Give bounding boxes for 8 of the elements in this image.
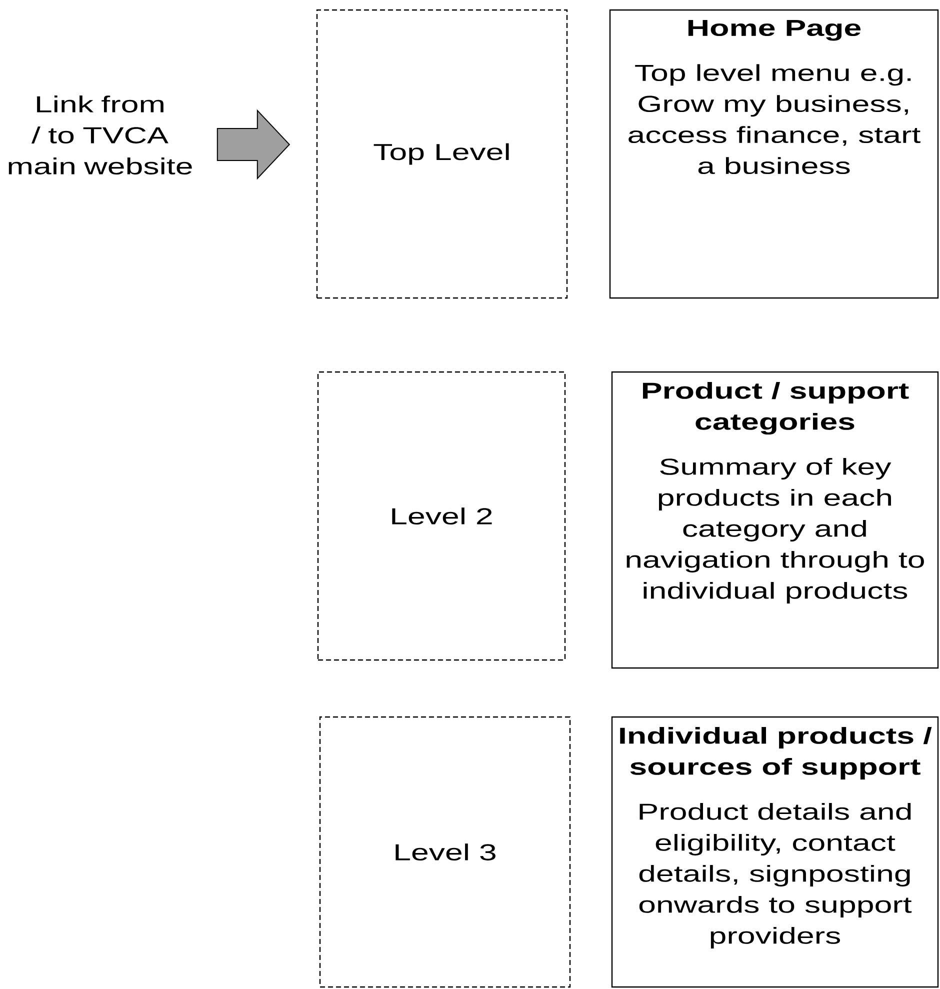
block-arrow bbox=[216, 109, 290, 180]
page-box: Product / support categories Summary of key products in each category and navigation through to individual products bbox=[611, 371, 939, 669]
level-box: Level 3 bbox=[319, 716, 571, 988]
level-box: Top Level bbox=[316, 9, 568, 299]
page-box: Individual products / sources of support Product details and eligibility, contact details, signposting onwards to support providers bbox=[611, 716, 939, 988]
page-box: Home Page Top level menu e.g. Grow my business, access finance, start a business bbox=[609, 9, 939, 299]
link-text: Link from / to TVCA main website bbox=[8, 96, 192, 174]
level-box: Level 2 bbox=[317, 371, 566, 661]
